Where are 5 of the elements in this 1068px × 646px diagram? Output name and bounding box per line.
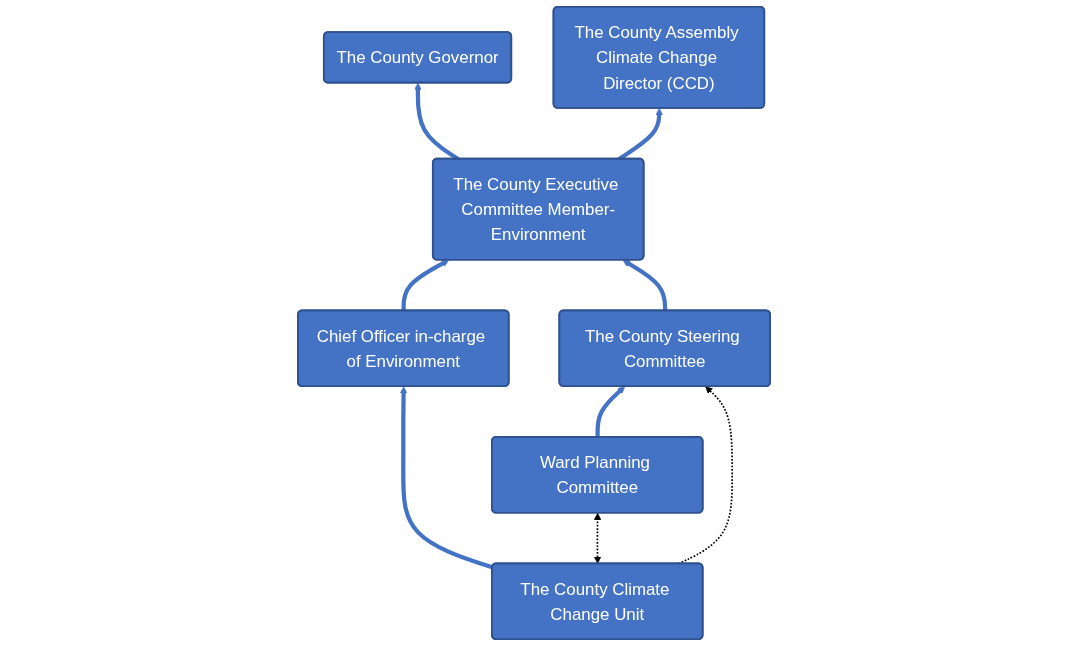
arrow [399, 386, 493, 570]
arrow [595, 386, 625, 438]
arrow [622, 259, 668, 311]
arrow [593, 512, 602, 564]
arrow [401, 259, 449, 311]
